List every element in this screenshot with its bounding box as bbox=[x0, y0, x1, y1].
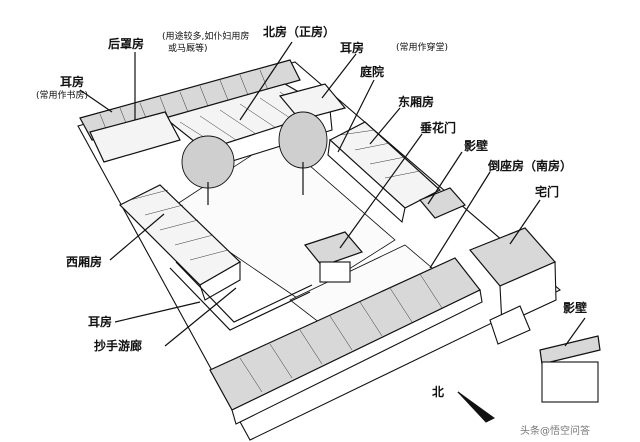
daozuofang-wall bbox=[231, 289, 483, 425]
label-erfang-left-note: (常用作书房) bbox=[36, 89, 88, 101]
label-beifang: 北房（正房） bbox=[263, 24, 335, 39]
label-chaoshouyoulang: 抄手游廊 bbox=[94, 338, 142, 353]
label-tingyuan: 庭院 bbox=[360, 64, 384, 79]
xixiangfang-tiles bbox=[129, 189, 229, 261]
label-houzhaofang: 后罩房 bbox=[108, 36, 144, 51]
leader-lines bbox=[79, 41, 586, 347]
yingbi-bottom-roof bbox=[539, 335, 601, 365]
chuihuamen-body bbox=[319, 261, 351, 283]
chuihuamen-roof bbox=[303, 231, 364, 267]
erfang-left-roof bbox=[89, 111, 181, 163]
watermark: 头条@悟空问答 bbox=[520, 424, 590, 437]
label-houzhaofang-note-2: 或马厩等) bbox=[168, 42, 208, 54]
label-chuihuamen: 垂花门 bbox=[420, 120, 456, 135]
label-xixiangfang: 西厢房 bbox=[66, 254, 102, 269]
dongxiangfang-wall bbox=[327, 138, 406, 224]
label-yingbi-bottom: 影壁 bbox=[563, 300, 587, 315]
zhaimen-steps bbox=[489, 305, 531, 345]
label-north: 北 bbox=[432, 384, 444, 399]
north-arrow bbox=[457, 391, 495, 423]
label-erfang-left: 耳房 bbox=[60, 74, 84, 89]
yingbi-top-shape bbox=[419, 187, 466, 219]
chaoshouyoulang-path-inner bbox=[175, 261, 313, 323]
chaoshouyoulang-path bbox=[169, 267, 311, 331]
erfang-right-roof bbox=[278, 83, 347, 121]
tree-right bbox=[278, 111, 328, 195]
label-houzhaofang-note-1: (用途较多,如仆妇用房 bbox=[162, 30, 249, 42]
label-erfang-right-note: (常用作穿堂) bbox=[396, 41, 448, 53]
yingbi-bottom-body bbox=[541, 361, 599, 403]
label-zhaimen: 宅门 bbox=[535, 184, 559, 199]
label-daozuofang: 倒座房（南房） bbox=[487, 158, 572, 173]
xixiangfang-wall bbox=[199, 261, 241, 301]
label-erfang-right: 耳房 bbox=[340, 40, 364, 55]
daozuofang-tiles bbox=[239, 273, 443, 393]
label-yingbi-top: 影壁 bbox=[464, 138, 488, 153]
label-erfang-bottom: 耳房 bbox=[88, 314, 112, 329]
tree-left bbox=[181, 135, 235, 205]
label-dongxiangfang: 东厢房 bbox=[398, 94, 434, 109]
